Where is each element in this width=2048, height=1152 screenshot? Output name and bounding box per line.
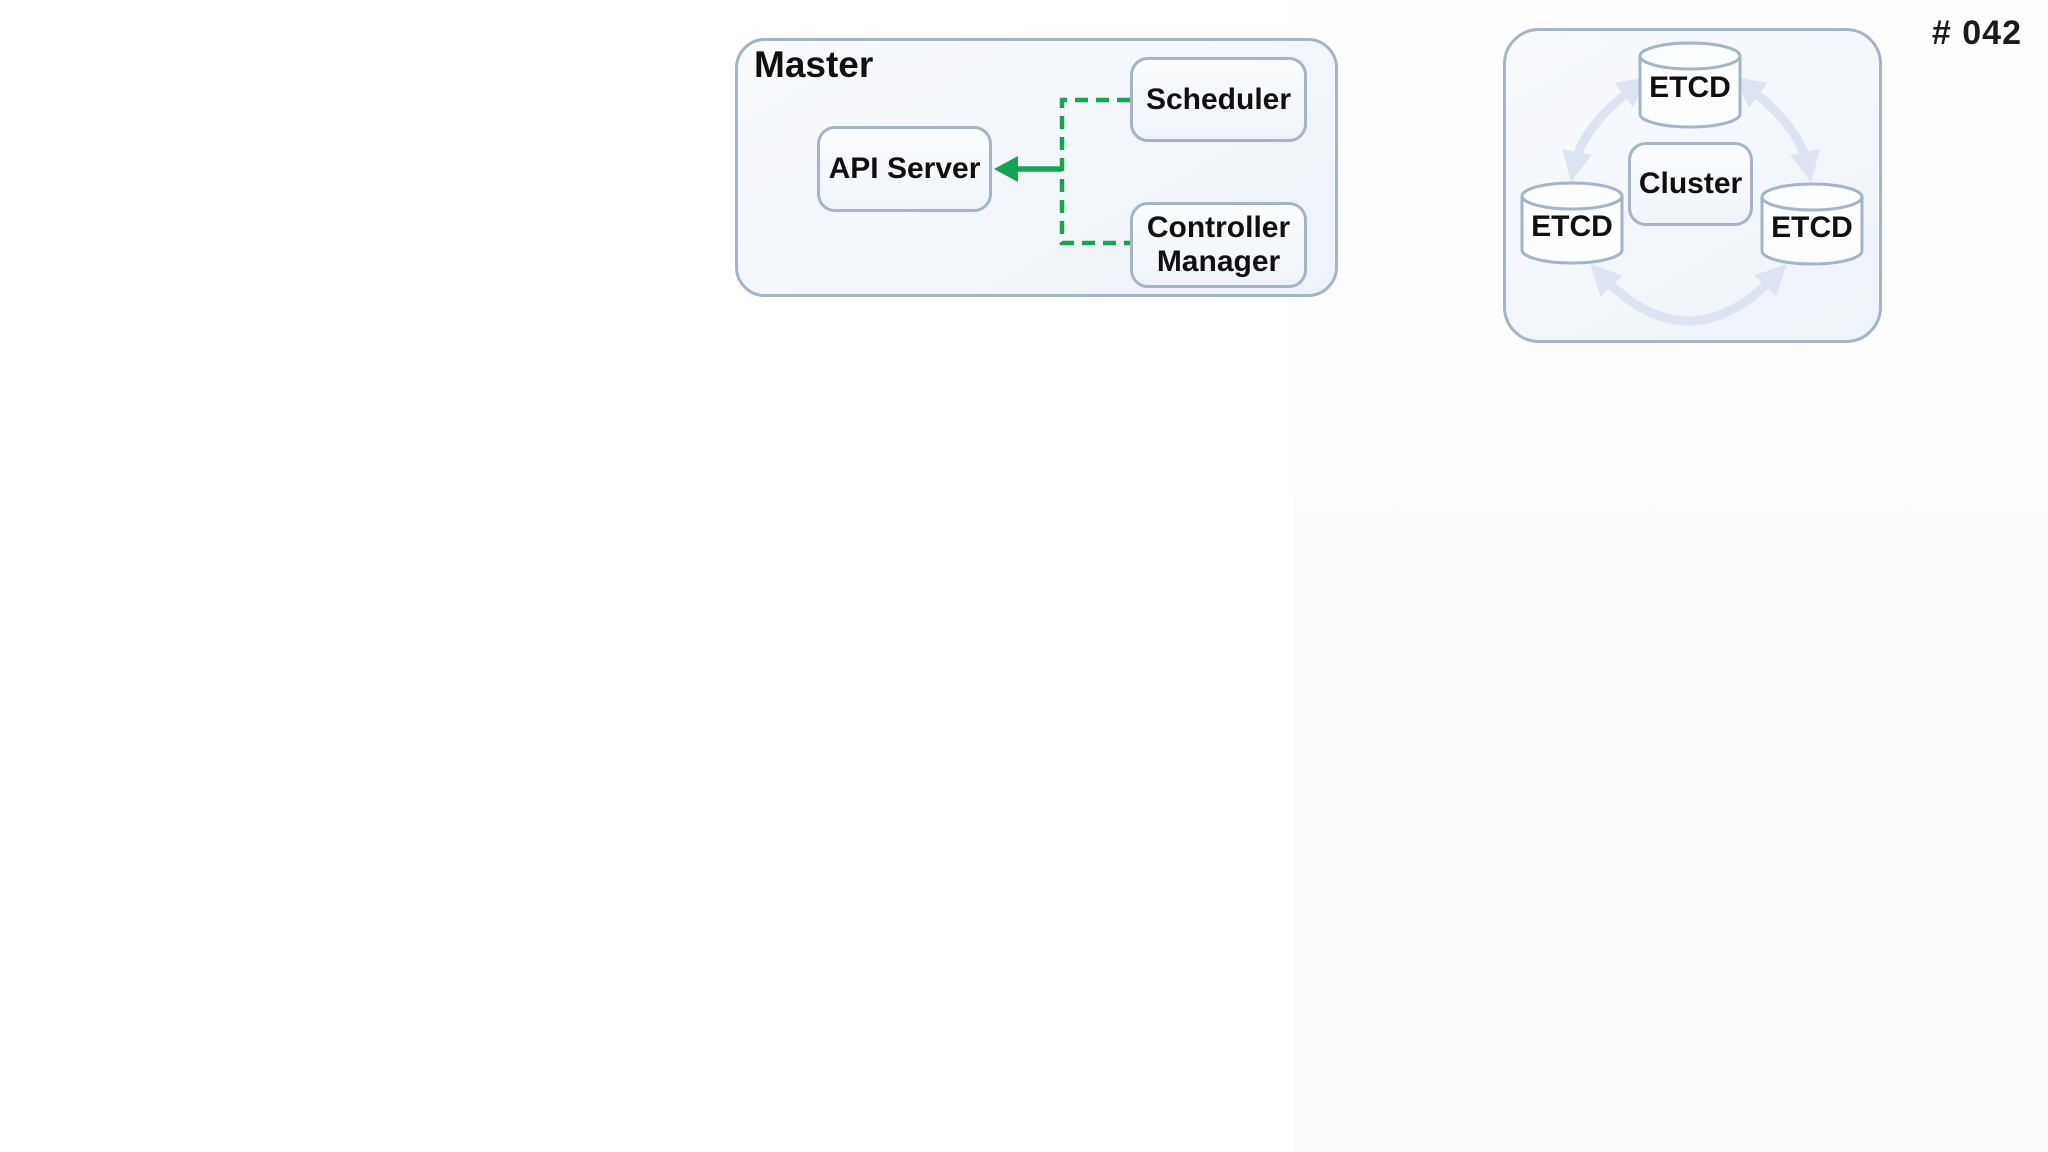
- api-server-label: API Server: [828, 152, 981, 186]
- controller-manager-node: Controller Manager: [1130, 202, 1307, 288]
- scheduler-label: Scheduler: [1145, 82, 1292, 116]
- etcd-label-top: ETCD: [1649, 71, 1731, 104]
- master-title: Master: [754, 44, 874, 85]
- slide-number-badge: # 042: [1931, 14, 2022, 52]
- controller-manager-label: Controller Manager: [1146, 211, 1291, 278]
- etcd-label-right: ETCD: [1771, 211, 1853, 244]
- cluster-node: Cluster: [1628, 142, 1753, 226]
- etcd-label-left: ETCD: [1531, 210, 1613, 243]
- api-server-node: API Server: [817, 126, 992, 212]
- cluster-label: Cluster: [1638, 167, 1743, 201]
- scheduler-node: Scheduler: [1130, 57, 1307, 142]
